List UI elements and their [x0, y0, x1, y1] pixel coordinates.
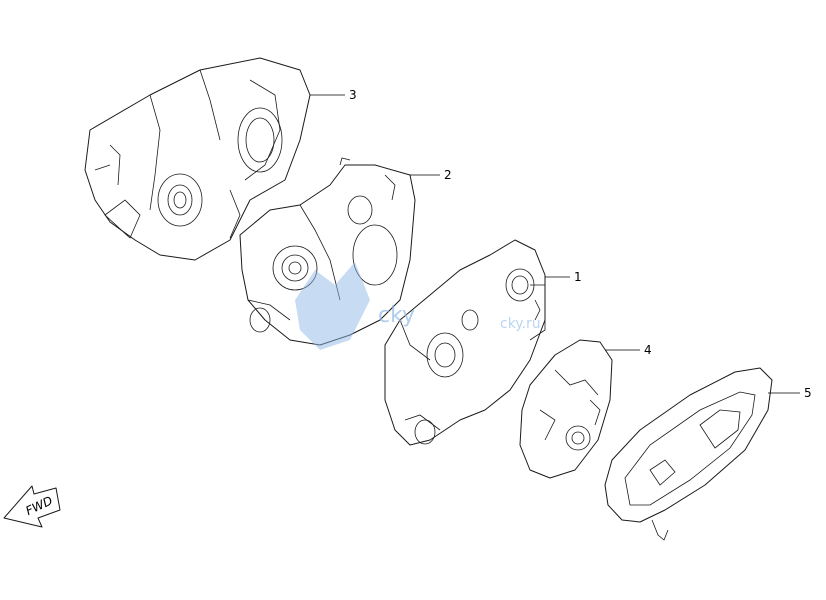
part-3-transmission-cover — [84, 57, 311, 261]
fwd-arrow-icon — [3, 485, 61, 528]
callout-5: 5 — [804, 386, 812, 400]
watermark-text: cky — [378, 303, 415, 328]
callout-2: 2 — [444, 168, 452, 182]
part-4-side-cover — [519, 339, 613, 479]
part-2-left-crankcase — [239, 157, 416, 346]
fwd-direction-arrow: FWD — [3, 485, 61, 528]
callout-4: 4 — [644, 343, 652, 357]
watermark: cky cky.ru — [295, 262, 541, 350]
part-1-right-crankcase — [384, 239, 546, 446]
watermark-url: cky.ru — [500, 316, 541, 332]
watermark-logo-icon — [295, 262, 370, 350]
callout-3: 3 — [349, 88, 357, 102]
part-5-cvt-cover — [604, 367, 773, 541]
leader-lines — [310, 94, 800, 394]
callout-1: 1 — [574, 270, 582, 284]
